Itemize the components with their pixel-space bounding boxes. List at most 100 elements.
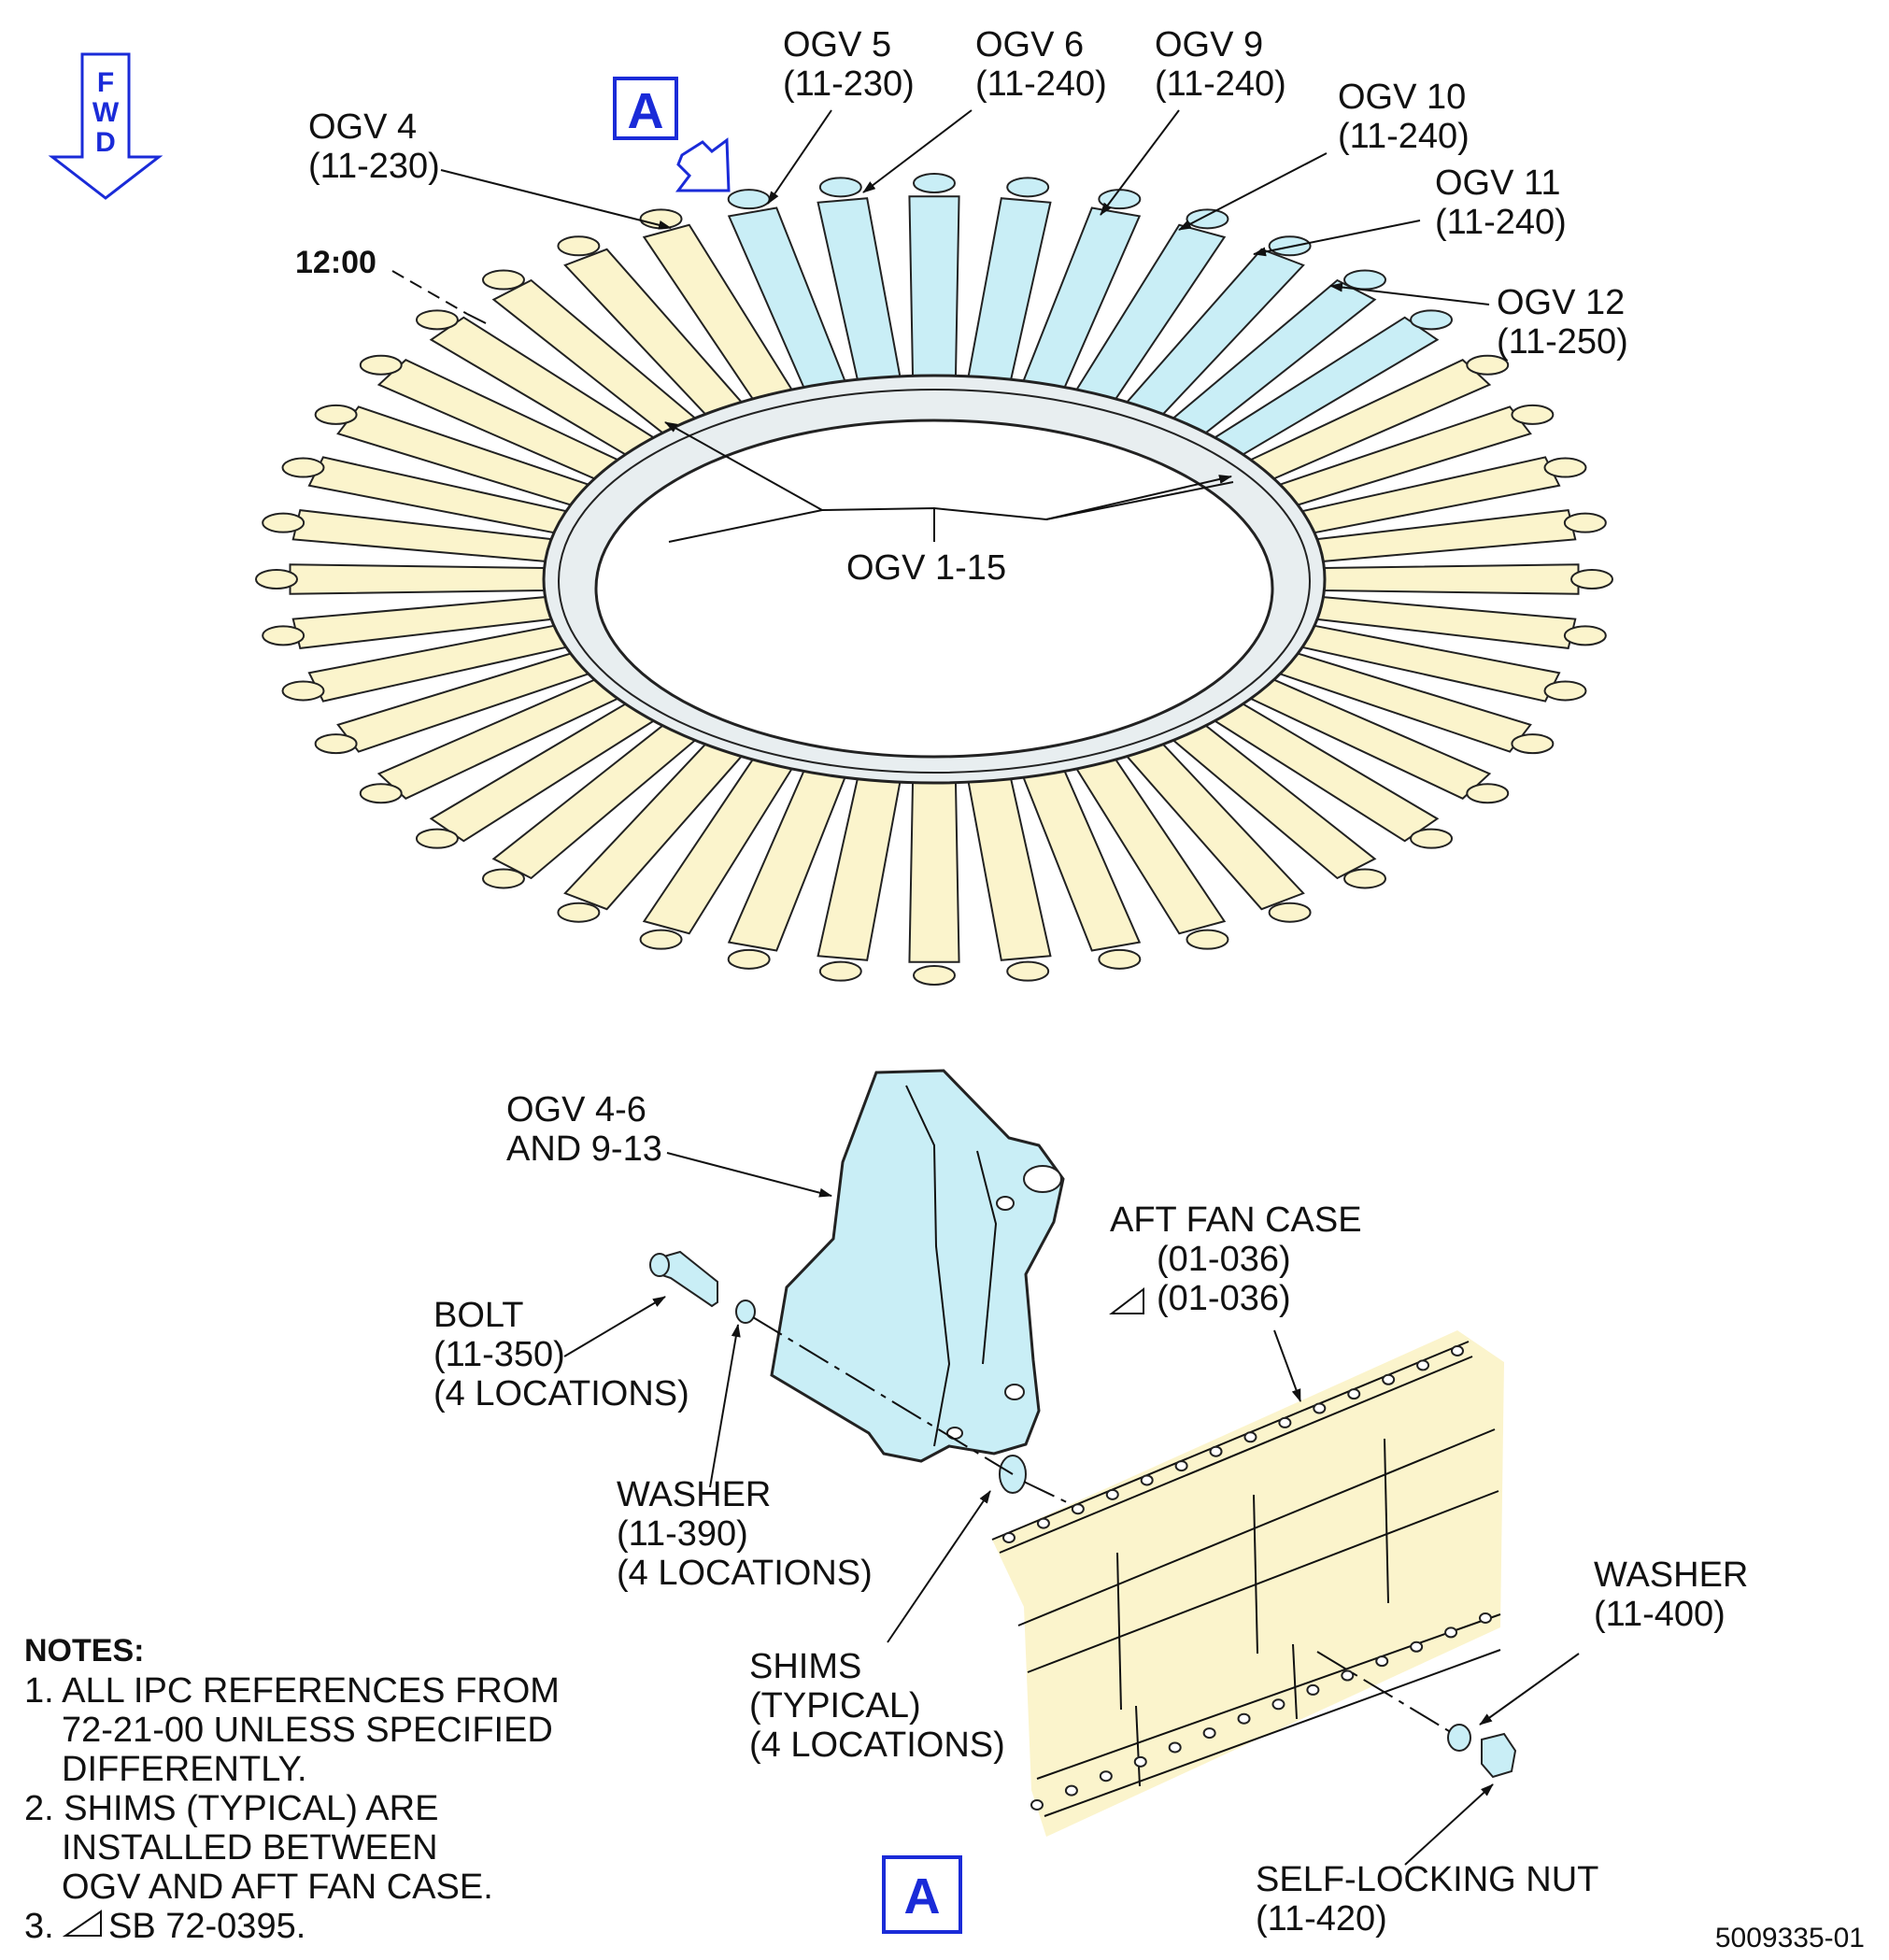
ogv4-ref: (11-230) xyxy=(308,147,440,186)
ogv9-ref: (11-240) xyxy=(1155,64,1286,104)
aft-fan-case-ref-sb: (01-036) xyxy=(1157,1279,1291,1318)
ogv-blade-foot xyxy=(1186,929,1229,950)
fwd-letter-d: D xyxy=(95,127,116,158)
shims-name: SHIMS xyxy=(749,1647,861,1686)
ogv-blade-foot xyxy=(639,929,683,950)
ogv-blade-foot xyxy=(557,235,601,257)
ogv-blade-foot xyxy=(1343,269,1387,291)
ogv-blade-foot xyxy=(481,868,525,889)
washer1-ref: (11-390) xyxy=(617,1514,748,1554)
case-hole xyxy=(1451,1345,1464,1356)
ogv-blade-foot xyxy=(314,733,358,755)
case-hole xyxy=(1410,1640,1424,1653)
case-hole xyxy=(1002,1532,1016,1543)
figure-id: 5009335-01 xyxy=(1715,1923,1865,1953)
shims-typical: (TYPICAL) xyxy=(749,1686,921,1726)
ogv5-name: OGV 5 xyxy=(783,25,891,64)
ogv-blade-foot xyxy=(557,902,601,923)
fan-case-bolt-holes xyxy=(1002,1345,1492,1811)
washer1-locations: (4 LOCATIONS) xyxy=(617,1554,873,1593)
ogv-blade xyxy=(908,195,960,377)
view-a-label-bottom: A xyxy=(904,1868,941,1924)
case-hole xyxy=(1168,1741,1182,1754)
case-hole xyxy=(1202,1727,1216,1740)
ogv-blade-foot xyxy=(1543,457,1587,478)
case-hole xyxy=(1416,1359,1430,1371)
ogv-blade-foot xyxy=(1466,783,1510,804)
ogv-blade-foot xyxy=(1006,960,1050,982)
view-a-flag-top: A xyxy=(613,77,678,140)
ogv-foot-detail xyxy=(770,1069,1065,1463)
note-1-line3: DIFFERENTLY. xyxy=(62,1750,307,1789)
fwd-letter-w: W xyxy=(92,97,120,128)
ogv-blade-foot xyxy=(1006,177,1050,198)
nut-name: SELF-LOCKING NUT xyxy=(1256,1860,1598,1899)
ogv-blade-ring xyxy=(255,173,1613,986)
ogv-blade-foot xyxy=(1543,680,1587,702)
notes-block: NOTES: 1. ALL IPC REFERENCES FROM 72-21-… xyxy=(24,1633,560,1946)
case-hole xyxy=(1278,1416,1292,1428)
ogv-blade-foot xyxy=(1570,569,1613,589)
ogv-blade xyxy=(908,781,960,963)
case-hole xyxy=(1347,1388,1361,1400)
ogv-blade-foot xyxy=(359,783,403,804)
ogv-blade-foot xyxy=(818,960,862,982)
ogv-blade-foot xyxy=(1098,189,1142,210)
ogv-blade-foot xyxy=(727,948,771,970)
case-hole xyxy=(1174,1460,1188,1472)
washer-11-390-icon xyxy=(735,1300,756,1324)
leader-lines-detail xyxy=(563,1152,1580,1866)
bolt-name: BOLT xyxy=(433,1296,523,1335)
case-hole xyxy=(1237,1712,1251,1725)
case-hole xyxy=(1382,1373,1396,1385)
ogv-range-label: OGV 1-15 xyxy=(846,548,1006,588)
view-direction-arrow-icon xyxy=(675,137,731,192)
ogv-blade-foot xyxy=(359,354,403,376)
note-2-line2: INSTALLED BETWEEN xyxy=(62,1828,438,1868)
case-hole xyxy=(1030,1799,1044,1811)
ogv-blade-foot xyxy=(1186,208,1229,230)
ogv12-name: OGV 12 xyxy=(1497,283,1625,322)
ogv-blade-foot xyxy=(1563,512,1607,533)
ogv-blade-foot xyxy=(281,680,325,702)
fwd-arrow-icon: F W D xyxy=(48,52,163,200)
ogv-blade xyxy=(289,563,546,595)
note-3-number: 3. xyxy=(24,1907,54,1946)
washer1-name: WASHER xyxy=(617,1475,771,1514)
bolt-locations: (4 LOCATIONS) xyxy=(433,1374,689,1413)
ogv-blade-foot xyxy=(262,512,305,533)
self-locking-nut-icon xyxy=(1481,1732,1517,1779)
ogv-blade-foot xyxy=(415,828,459,849)
ogv-group-line2: AND 9-13 xyxy=(506,1129,662,1169)
case-hole xyxy=(1306,1683,1320,1696)
ogv10-ref: (11-240) xyxy=(1338,117,1470,156)
ogv-blade-foot xyxy=(1268,902,1312,923)
ogv-blade-foot xyxy=(255,569,298,589)
ogv-blade-foot xyxy=(727,189,771,210)
ogv-blade-foot xyxy=(1410,828,1454,849)
washer2-name: WASHER xyxy=(1594,1555,1748,1595)
aft-fan-case-name: AFT FAN CASE xyxy=(1110,1200,1362,1240)
note-3-text: SB 72-0395. xyxy=(108,1907,305,1946)
note-2-line1: 2. SHIMS (TYPICAL) ARE xyxy=(24,1789,438,1828)
case-hole xyxy=(1243,1431,1257,1443)
note-3-triangle-icon xyxy=(62,1910,102,1937)
case-hole xyxy=(1444,1626,1458,1639)
case-hole xyxy=(1064,1784,1078,1797)
case-hole xyxy=(1209,1445,1223,1457)
view-a-flag-bottom: A xyxy=(882,1855,962,1934)
ogv-blade-foot xyxy=(913,965,956,986)
case-hole xyxy=(1105,1488,1119,1500)
washer-11-400-icon xyxy=(1447,1724,1471,1752)
bolt-ref: (11-350) xyxy=(433,1335,565,1374)
bolt-icon xyxy=(649,1250,718,1308)
ogv-blade-foot xyxy=(481,269,525,291)
ogv4-name: OGV 4 xyxy=(308,107,417,147)
ogv6-ref: (11-240) xyxy=(975,64,1107,104)
case-hole xyxy=(1271,1698,1285,1711)
washer2-ref: (11-400) xyxy=(1594,1595,1726,1634)
ogv-blade-foot xyxy=(1511,404,1555,425)
ogv-blade-foot xyxy=(1511,733,1555,755)
ogv6-name: OGV 6 xyxy=(975,25,1084,64)
case-hole xyxy=(1375,1655,1389,1668)
